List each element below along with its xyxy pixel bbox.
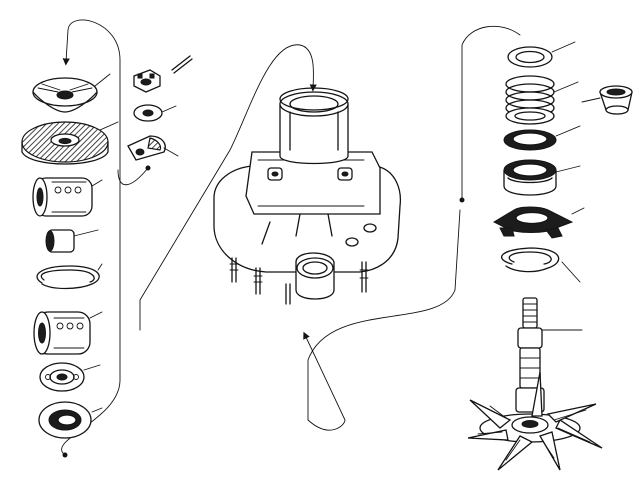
center-ball-bearing — [33, 311, 103, 355]
front-snap-ring — [36, 263, 103, 290]
front-ball-bearing — [32, 177, 103, 217]
pump-housing — [213, 87, 402, 305]
seal-retainer-ring — [507, 41, 576, 68]
rear-snap-ring — [501, 247, 581, 283]
right-assembly-path — [461, 25, 521, 201]
left-path-origin-dot — [62, 452, 68, 458]
seal-spring — [505, 75, 579, 125]
seal-carbon-ring — [503, 125, 581, 151]
right-path-dot — [459, 197, 465, 203]
cotter-pin — [171, 55, 193, 74]
pulley-hub-cone — [32, 73, 111, 113]
rear-ball-bearing — [39, 362, 101, 392]
bushing — [581, 85, 633, 115]
impeller-shaft — [515, 297, 583, 413]
oil-seal — [38, 401, 103, 439]
impeller — [467, 371, 603, 471]
bottom-center-path — [303, 209, 461, 431]
pulley-hub-flange — [21, 121, 119, 165]
top-center-path — [139, 44, 317, 331]
woodruff-key — [127, 135, 179, 161]
small-parts-path — [117, 167, 149, 186]
left-assembly-path — [61, 19, 121, 456]
seal-cup — [503, 159, 581, 196]
castle-nut — [133, 69, 161, 93]
small-parts-path-dot — [145, 165, 151, 171]
assembly-paths — [61, 19, 521, 458]
spacer-sleeve — [45, 229, 99, 253]
seal-lock-ring — [492, 206, 585, 239]
flat-washer — [133, 104, 177, 122]
